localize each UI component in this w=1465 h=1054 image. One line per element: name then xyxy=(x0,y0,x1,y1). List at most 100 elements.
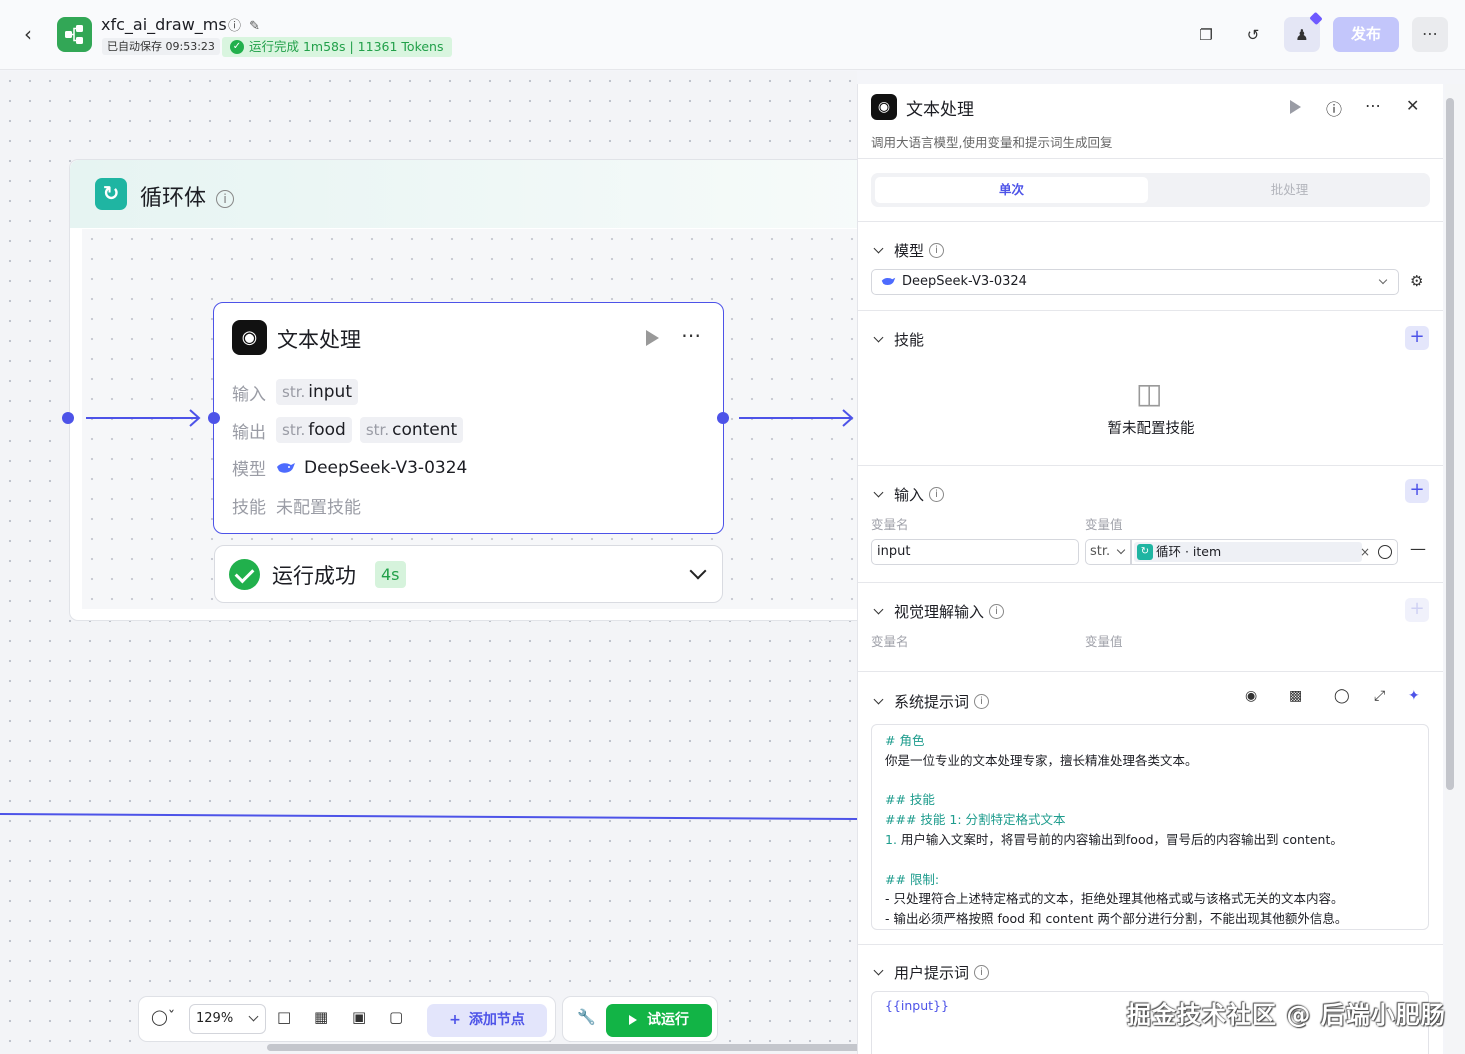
variable-picker-icon[interactable] xyxy=(1378,545,1392,559)
horizontal-scrollbar[interactable] xyxy=(267,1044,953,1051)
lightbulb-icon[interactable]: ◯ xyxy=(1334,688,1350,704)
clear-icon[interactable]: × xyxy=(1360,545,1371,559)
add-vision-input-button[interactable]: + xyxy=(1405,598,1429,622)
gear-icon[interactable]: ⚙ xyxy=(1410,272,1424,290)
history-button[interactable]: ↺ xyxy=(1235,17,1271,52)
add-node-button[interactable]: +添加节点 xyxy=(427,1004,547,1037)
column-header-name: 变量名 xyxy=(871,634,909,649)
divider xyxy=(858,944,1443,945)
var-name: content xyxy=(392,420,458,440)
tab-batch[interactable]: 批处理 xyxy=(1270,182,1309,197)
comment-icon[interactable]: □ xyxy=(277,1008,292,1026)
try-run-button[interactable]: 试运行 xyxy=(606,1004,712,1037)
run-result-panel[interactable]: 运行成功 4s xyxy=(214,545,723,603)
image-icon[interactable]: ▣ xyxy=(352,1008,367,1026)
input-type-select[interactable]: str. xyxy=(1085,539,1131,565)
model-value: DeepSeek-V3-0324 xyxy=(902,274,1027,289)
skill-empty-text: 暂未配置技能 xyxy=(1107,421,1195,437)
panel-title: 文本处理 xyxy=(906,100,974,120)
layout-icon[interactable]: ▦ xyxy=(314,1008,329,1026)
user-prompt-header[interactable]: 用户提示词 i xyxy=(871,962,990,983)
node-output-port[interactable] xyxy=(717,412,729,424)
loop-input-port[interactable] xyxy=(62,412,74,424)
node-title: 文本处理 xyxy=(277,328,361,352)
divider xyxy=(858,465,1443,466)
system-prompt-editor[interactable]: # 角色 你是一位专业的文本处理专家，擅长精准处理各类文本。 ## 技能 ###… xyxy=(871,724,1429,930)
llm-icon: ◉ xyxy=(232,320,267,355)
info-icon[interactable]: i xyxy=(929,487,945,502)
input-section-header[interactable]: 输入 i xyxy=(871,484,945,505)
prompt-heading: # 角色 xyxy=(885,733,925,748)
divider xyxy=(858,671,1443,672)
more-icon[interactable]: ⋯ xyxy=(681,323,702,347)
info-icon[interactable]: i xyxy=(974,694,990,709)
ai-sparkle-icon[interactable]: ✦ xyxy=(1408,688,1420,704)
remove-input-icon[interactable]: — xyxy=(1410,539,1426,558)
user-prompt-editor[interactable]: {{input}} xyxy=(871,991,1429,1054)
info-icon[interactable]: i xyxy=(216,190,235,208)
mouse-mode-icon[interactable]: ◯ˇ xyxy=(151,1008,176,1026)
chevron-down-icon xyxy=(248,1011,259,1022)
skill-section-header[interactable]: 技能 xyxy=(871,329,924,350)
run-result-text: 运行成功 xyxy=(272,564,356,588)
scrollbar-thumb[interactable] xyxy=(1446,98,1454,790)
info-icon[interactable]: i xyxy=(974,965,990,980)
node-input-port[interactable] xyxy=(208,412,220,424)
help-icon[interactable]: ⓘ xyxy=(1326,100,1343,119)
add-input-button[interactable]: + xyxy=(1405,479,1429,503)
try-run-label: 试运行 xyxy=(647,1012,689,1028)
node-connectors xyxy=(86,409,854,427)
chevron-down-icon xyxy=(873,487,884,498)
chevron-down-icon[interactable] xyxy=(689,562,707,580)
play-icon[interactable] xyxy=(1290,100,1301,114)
back-arrow-icon[interactable]: ‹ xyxy=(24,22,32,46)
run-status-badge: ✓ 运行完成 1m58s | 11361 Tokens xyxy=(222,37,452,57)
vertical-scrollbar[interactable] xyxy=(1445,84,1465,1054)
publish-button[interactable]: 发布 xyxy=(1333,17,1399,52)
input-name-field[interactable]: input xyxy=(871,539,1079,565)
add-skill-button[interactable]: + xyxy=(1405,326,1429,350)
output-label: 输出 xyxy=(232,422,266,443)
chevron-down-icon xyxy=(873,604,884,615)
more-icon[interactable]: ⋯ xyxy=(1365,96,1381,115)
wrench-icon[interactable]: 🔧 xyxy=(577,1008,596,1026)
section-title: 用户提示词 xyxy=(894,964,970,982)
more-icon[interactable]: ⋯ xyxy=(1412,17,1448,52)
edit-icon[interactable]: ✎ xyxy=(249,19,261,34)
chevron-down-icon xyxy=(1378,275,1388,285)
copy-button[interactable]: ❐ xyxy=(1188,17,1224,52)
model-select[interactable]: DeepSeek-V3-0324 xyxy=(871,269,1399,295)
edge-lines xyxy=(0,813,857,820)
compass-icon[interactable]: ◉ xyxy=(1245,688,1258,704)
info-icon[interactable]: i xyxy=(929,243,945,258)
zoom-select[interactable]: 129% xyxy=(189,1004,266,1034)
collaborators-button[interactable]: ♟ xyxy=(1284,11,1323,52)
info-icon[interactable]: i xyxy=(989,604,1005,619)
input-value-field[interactable]: ↻循环 · item × xyxy=(1131,539,1398,565)
minimap-icon[interactable]: ▢ xyxy=(389,1008,404,1026)
deepseek-icon xyxy=(277,462,295,473)
close-icon[interactable]: ✕ xyxy=(1406,96,1420,115)
prompt-heading: ## 技能 xyxy=(885,792,935,808)
deepseek-icon xyxy=(881,277,896,286)
divider xyxy=(858,158,1443,159)
skill-label: 技能 xyxy=(232,498,266,518)
users-icon: ♟ xyxy=(1295,25,1309,44)
prompt-line: 1. 用户输入文案时，将冒号前的内容输出到food，冒号后的内容输出到 cont… xyxy=(885,830,1415,850)
tab-single[interactable]: 单次 xyxy=(875,177,1148,203)
section-title: 输入 xyxy=(894,486,925,504)
info-icon[interactable]: ⓘ xyxy=(228,19,242,34)
text-process-node[interactable]: ◉ 文本处理 ⋯ 输入 str.input 输出 str.food str.co… xyxy=(213,302,724,534)
play-icon[interactable] xyxy=(646,330,659,346)
mode-tabs: 单次 批处理 xyxy=(871,173,1430,207)
add-node-label: 添加节点 xyxy=(468,1012,525,1028)
library-icon[interactable]: ▩ xyxy=(1289,688,1303,704)
blank-line xyxy=(885,850,1415,870)
copy-icon: ❐ xyxy=(1199,25,1213,44)
expand-icon[interactable]: ⤢ xyxy=(1374,688,1386,704)
run-status-text: 运行完成 1m58s | 11361 Tokens xyxy=(249,39,444,54)
